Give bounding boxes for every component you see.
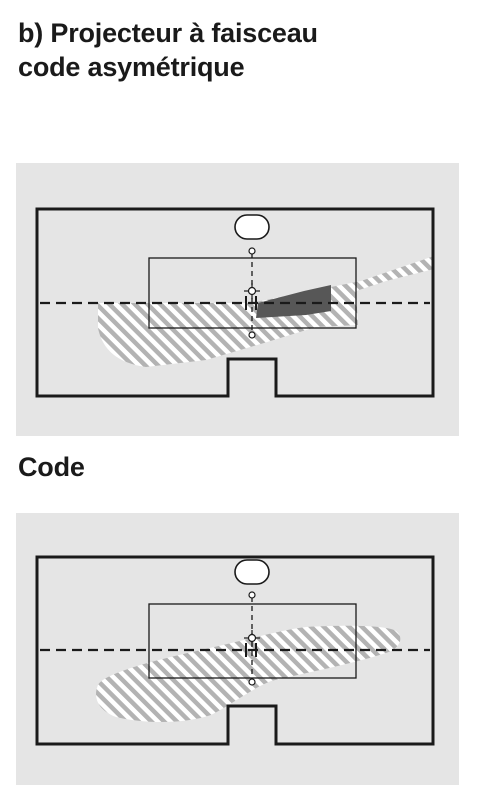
upper-marker-circle [248,247,256,255]
beam-pattern-hatched-area [96,625,401,722]
section-label-code: Code [18,452,85,482]
screen-outline [35,555,435,746]
lower-marker-circle [248,331,256,339]
headlamp-icon [234,214,270,240]
center-mark [245,296,257,310]
title-line-2: code asymétrique [18,52,245,82]
code-beam-panel [16,513,459,785]
asymmetric-beam-diagram [35,207,435,398]
lower-marker-circle [248,678,256,686]
asymmetric-beam-panel [16,163,459,436]
aim-point-crosshair-icon [244,283,260,299]
diagram-title: b) Projecteur à faisceau code asymétriqu… [18,16,318,84]
headlamp-icon [234,559,270,585]
aim-point-crosshair-icon [244,630,260,646]
code-beam-diagram [35,555,435,746]
title-line-1: b) Projecteur à faisceau [18,18,318,48]
center-mark [245,643,257,657]
upper-marker-circle [248,591,256,599]
screen-outline [35,207,435,398]
beam-hot-zone [256,285,331,318]
